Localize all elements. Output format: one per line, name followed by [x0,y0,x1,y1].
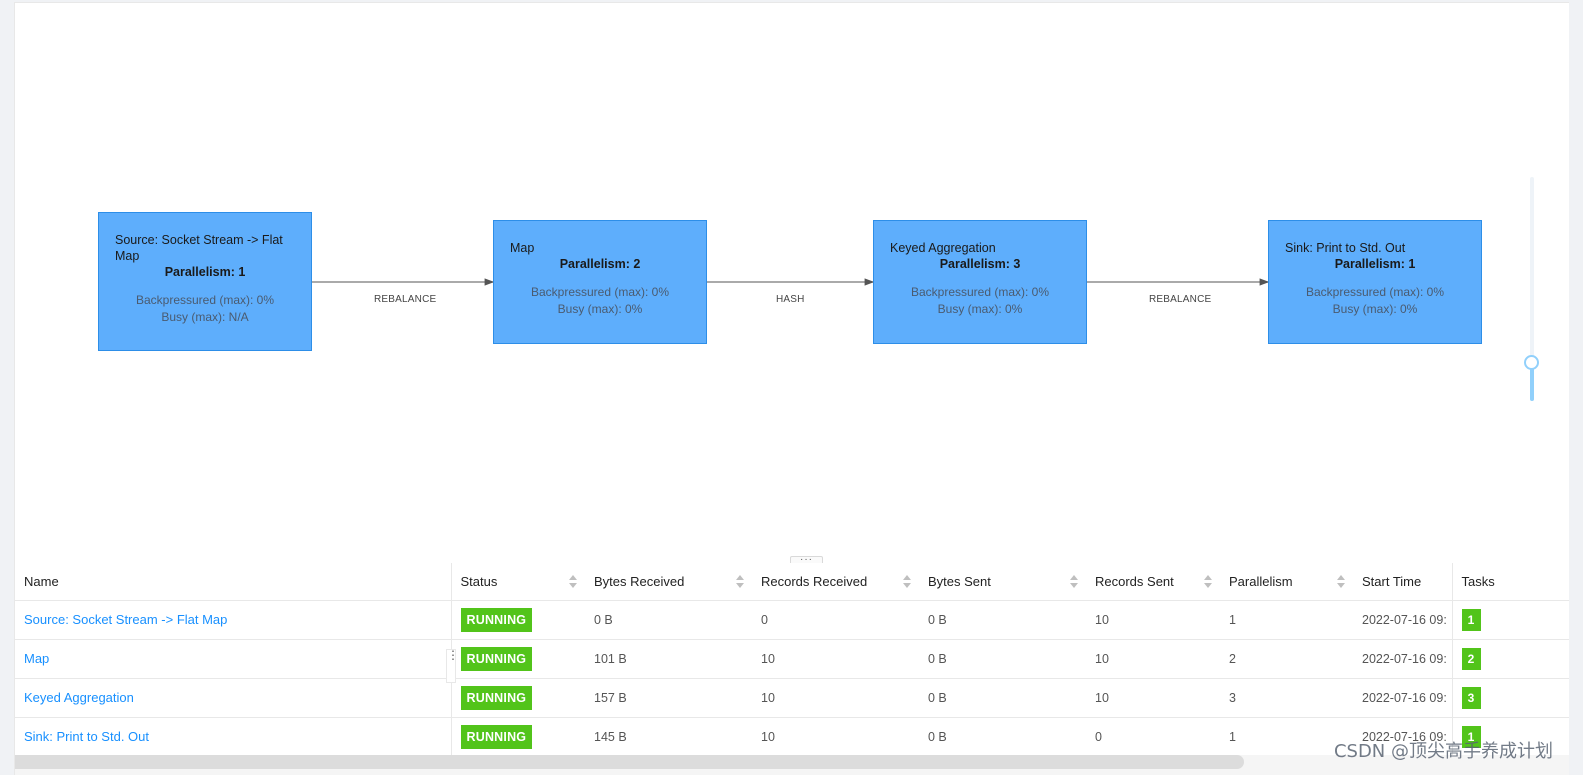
cell-bytes-received: 101 B [585,639,752,679]
node-title: Keyed Aggregation [890,241,996,255]
sort-icon[interactable] [1337,575,1345,589]
vertex-name-link[interactable]: Keyed Aggregation [24,690,134,705]
horizontal-scrollbar-thumb[interactable] [15,755,1244,769]
node-title: Source: Socket Stream -> Flat Map [115,233,283,263]
column-header-name[interactable]: Name [15,563,452,601]
cell-bytes-received: 0 B [585,600,752,640]
column-header-start-time[interactable]: Start Time [1353,563,1452,601]
vertices-table: Name Status Bytes Received Records Recei… [15,563,1569,757]
job-graph[interactable]: REBALANCE HASH REBALANCE Source: Socket … [15,3,1569,559]
graph-node-source[interactable]: Source: Socket Stream -> Flat Map Parall… [98,212,312,351]
vertex-name-link[interactable]: Map [24,651,50,666]
cell-bytes-sent: 0 B [919,600,1086,640]
sort-icon[interactable] [736,575,744,589]
node-backpressure: Backpressured (max): 0% [910,285,1050,299]
node-title: Sink: Print to Std. Out [1285,241,1406,255]
zoom-slider-track[interactable] [1530,177,1534,401]
node-backpressure: Backpressured (max): 0% [1305,285,1445,299]
cell-parallelism: 1 [1220,600,1353,640]
node-busy: Busy (max): 0% [557,302,643,316]
node-parallelism: Parallelism: 2 [559,257,641,271]
job-panel: REBALANCE HASH REBALANCE Source: Socket … [14,2,1569,775]
cell-records-sent: 10 [1086,678,1220,718]
cell-records-received: 10 [752,639,919,679]
task-count-badge[interactable]: 1 [1461,725,1481,748]
column-header-status[interactable]: Status [451,563,585,601]
node-parallelism: Parallelism: 1 [164,265,246,279]
cell-start-time: 2022-07-16 09: [1353,717,1452,757]
node-busy: Busy (max): N/A [161,310,249,324]
node-parallelism: Parallelism: 3 [939,257,1021,271]
graph-node-map[interactable]: Map Parallelism: 2 Backpressured (max): … [493,220,707,344]
cell-bytes-sent: 0 B [919,639,1086,679]
task-count-badge[interactable]: 2 [1461,647,1481,670]
cell-bytes-received: 145 B [585,717,752,757]
edge-label-3: REBALANCE [1149,294,1212,305]
task-count-badge[interactable]: 1 [1461,608,1481,631]
column-header-parallelism[interactable]: Parallelism [1220,563,1353,601]
column-resize-handle[interactable]: ⋮ [446,649,459,683]
cell-start-time: 2022-07-16 09: [1353,639,1452,679]
graph-node-keyed-aggregation[interactable]: Keyed Aggregation Parallelism: 3 Backpre… [873,220,1087,344]
column-header-records-sent[interactable]: Records Sent [1086,563,1220,601]
vertex-name-link[interactable]: Sink: Print to Std. Out [24,729,149,744]
node-title: Map [510,241,535,255]
node-busy: Busy (max): 0% [1332,302,1418,316]
zoom-slider-handle[interactable] [1524,355,1539,370]
column-header-tasks: Tasks [1451,563,1569,601]
cell-parallelism: 2 [1220,639,1353,679]
sort-icon[interactable] [1070,575,1078,589]
cell-records-received: 10 [752,717,919,757]
column-header-records-received[interactable]: Records Received [752,563,919,601]
graph-node-sink[interactable]: Sink: Print to Std. Out Parallelism: 1 B… [1268,220,1482,344]
cell-records-sent: 10 [1086,639,1220,679]
sort-icon[interactable] [903,575,911,589]
node-backpressure: Backpressured (max): 0% [530,285,670,299]
column-header-bytes-received[interactable]: Bytes Received [585,563,752,601]
graph-edges [312,278,1270,286]
edge-label-2: HASH [776,294,805,305]
node-busy: Busy (max): 0% [937,302,1023,316]
column-header-bytes-sent[interactable]: Bytes Sent [919,563,1086,601]
node-backpressure: Backpressured (max): 0% [135,293,275,307]
cell-start-time: 2022-07-16 09: [1353,678,1452,718]
table-header-row: Name Status Bytes Received Records Recei… [15,563,1569,601]
cell-records-received: 0 [752,600,919,640]
edge-label-1: REBALANCE [374,294,437,305]
watermark-text: CSDN @顶尖高手养成计划 [1333,741,1553,762]
cell-bytes-received: 157 B [585,678,752,718]
status-badge: RUNNING [460,724,533,749]
sort-icon[interactable] [569,575,577,589]
cell-records-sent: 10 [1086,600,1220,640]
table-row[interactable]: Sink: Print to Std. Out RUNNING 145 B 10… [15,717,1569,757]
table-row[interactable]: Keyed Aggregation RUNNING 157 B 10 0 B 1… [15,678,1569,718]
zoom-slider-fill [1530,363,1534,401]
vertex-name-link[interactable]: Source: Socket Stream -> Flat Map [24,612,228,627]
cell-bytes-sent: 0 B [919,678,1086,718]
table-row[interactable]: Source: Socket Stream -> Flat Map RUNNIN… [15,600,1569,640]
table-row[interactable]: Map RUNNING 101 B 10 0 B 10 2 2022-07-16… [15,639,1569,679]
cell-records-received: 10 [752,678,919,718]
cell-parallelism: 3 [1220,678,1353,718]
sort-icon[interactable] [1204,575,1212,589]
status-badge: RUNNING [460,685,533,710]
task-count-badge[interactable]: 3 [1461,686,1481,709]
cell-start-time: 2022-07-16 09: [1353,600,1452,640]
cell-records-sent: 0 [1086,717,1220,757]
node-parallelism: Parallelism: 1 [1334,257,1416,271]
status-badge: RUNNING [460,646,533,671]
cell-bytes-sent: 0 B [919,717,1086,757]
status-badge: RUNNING [460,607,533,632]
